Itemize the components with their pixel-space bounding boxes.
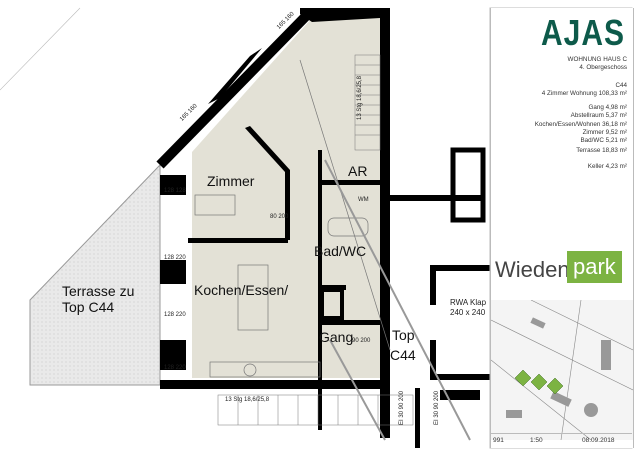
terrace-area (29, 163, 161, 386)
room-label-zimmer: Zimmer (207, 173, 255, 189)
stair-dim-bottom: 13 Stg 18,6/25,8 (225, 397, 270, 403)
unit-type-area: 4 Zimmer Wohnung 108,33 m² (541, 90, 627, 98)
room-area: Zimmer 9,52 m² (582, 128, 627, 136)
ajas-logo: AJAS (540, 14, 625, 54)
window-dim-3: 128 220 (164, 312, 186, 318)
logo-word-park: park (567, 251, 622, 283)
info-unit: C44 4 Zimmer Wohnung 108,33 m² (542, 82, 627, 99)
window-dim-2: 128 220 (164, 255, 186, 261)
door-dim-ei30-1: EI 30 90 200 (399, 390, 406, 426)
cellar-area-text: Keller 4,23 m² (587, 163, 627, 170)
label-top-unit: C44 (390, 347, 416, 363)
door-dim-ei30-2: EI 30 90 200 (434, 390, 441, 426)
floor-name: 4. Obergeschoss (579, 64, 627, 72)
plan-number: 991 (493, 437, 504, 444)
door-dim-zimmer: 80 200 (270, 214, 289, 220)
label-wm: WM (358, 197, 369, 203)
room-label-kochen: Kochen/Essen/ (194, 282, 289, 298)
info-building: WOHNUNG HAUS C 4. Obergeschoss (568, 56, 627, 73)
stair-dim-top: 13 Stg 18,6/25,8 (357, 75, 364, 121)
title-block-footer: 991 1:50 08.09.2018 (490, 433, 632, 447)
wiedenpark-logo: Wieden park (491, 244, 633, 296)
room-area: Gang 4,98 m² (588, 104, 627, 111)
stair-bottom (217, 394, 414, 426)
plan-date: 08.09.2018 (582, 437, 615, 444)
walls (160, 8, 490, 448)
room-area: Kochen/Essen/Wohnen 36,18 m² (534, 120, 627, 128)
site-map (491, 300, 633, 440)
window-dim-1: 128 128 (164, 188, 186, 194)
room-label-ar: AR (348, 163, 368, 179)
furniture (194, 59, 391, 378)
door-dim-gang: 90 200 (352, 338, 371, 344)
label-top: Top (392, 327, 415, 343)
unit-id: C44 (615, 82, 627, 89)
stair-top (354, 54, 381, 151)
room-area: Abstellraum 5,37 m² (570, 112, 627, 120)
rwa-label-2: 240 x 240 (450, 308, 486, 317)
info-panel: AJAS WOHNUNG HAUS C 4. Obergeschoss C44 … (490, 8, 634, 448)
terrace-area-text: Terrasse 18,83 m² (576, 147, 627, 154)
plan-scale: 1:50 (530, 437, 543, 444)
terrace-label-1: Terrasse zu (62, 283, 135, 299)
window-dim-4: 128 220 (164, 365, 186, 371)
logo-word-wieden: Wieden (495, 257, 570, 282)
room-label-gang: Gang (319, 329, 354, 345)
room-areas: Gang 4,98 m² Abstellraum 5,37 m² Kochen/… (535, 104, 627, 145)
building-name: WOHNUNG HAUS C (567, 56, 627, 63)
terrace-label-2: Top C44 (62, 299, 115, 315)
room-area: Bad/WC 5,21 m² (580, 137, 627, 145)
room-label-bad: Bad/WC (314, 243, 367, 259)
rwa-label-1: RWA Klap (450, 298, 487, 307)
